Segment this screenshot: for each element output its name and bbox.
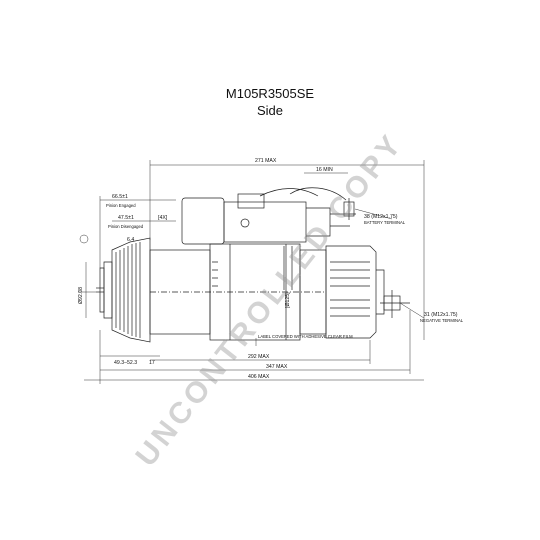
end-frame: [325, 245, 385, 339]
mounting-flange: [111, 237, 151, 343]
dim-pinion-engaged: 66.5±1: [112, 194, 128, 200]
drawing-title: M105R3505SE: [225, 86, 315, 101]
negative-terminal: [380, 290, 410, 318]
callout-battery-label: BATTERY TERMINAL: [364, 220, 406, 225]
callout-battery: 38 (M12x1.75): [364, 214, 398, 220]
dim-16-min: 16 MIN: [316, 167, 333, 173]
dim-17: 17: [149, 360, 155, 366]
dim-6-4: 6.4: [127, 237, 134, 243]
dim-pinion-disengaged: 47.5±1: [118, 215, 134, 221]
callout-negative-label: NEGATIVE TERMINAL: [420, 318, 464, 323]
battery-terminal: [343, 198, 355, 220]
dim-pilot-dia: Ø92.08: [78, 287, 84, 304]
datum-marker: [79, 234, 89, 244]
dim-271-max: 271 MAX: [255, 158, 277, 164]
starter-body: [149, 243, 327, 341]
ref-4x: [4X]: [158, 215, 168, 221]
callout-label-note: LABEL COVERED WITH ADHESIVE CLEAR FILM: [258, 334, 353, 339]
label-pinion-disengaged: Pinion Disengaged: [108, 224, 144, 229]
view-subtitle: Side: [256, 103, 284, 118]
label-pinion-engaged: Pinion Engaged: [106, 203, 136, 208]
dim-292-max: 292 MAX: [248, 354, 270, 360]
callout-negative: 31 (M12x1.75): [424, 312, 458, 318]
dim-flange-width: 49.3–52.3: [114, 360, 137, 366]
drive-nose: [96, 261, 113, 319]
dim-347-max: 347 MAX: [266, 364, 288, 370]
dim-406-max: 406 MAX: [248, 374, 270, 380]
dim-pilot-hole: [Ø125]: [285, 292, 291, 308]
solenoid: [181, 187, 356, 290]
